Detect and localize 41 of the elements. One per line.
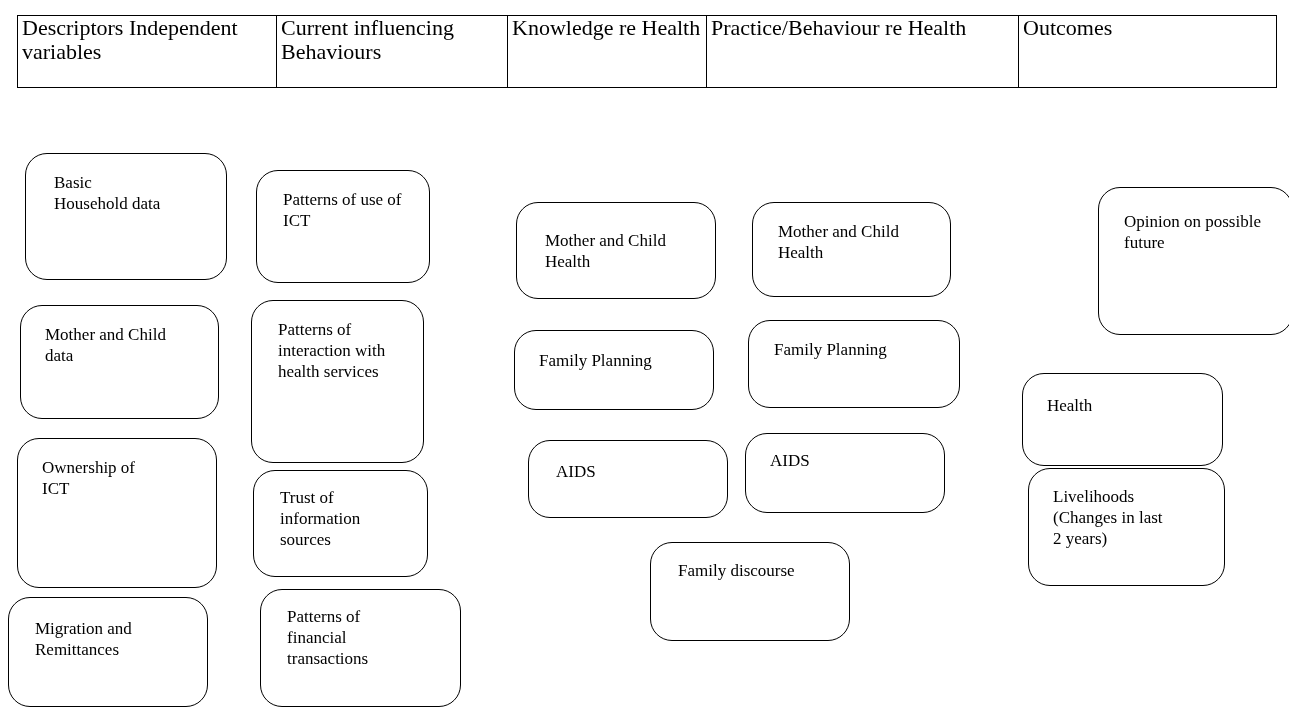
rounded-box bbox=[1028, 468, 1225, 586]
box-label: Livelihoods (Changes in last 2 years) bbox=[1053, 486, 1164, 549]
rounded-box bbox=[8, 597, 208, 707]
box-label: Health bbox=[1047, 395, 1094, 416]
box-label: Family Planning bbox=[539, 350, 653, 371]
rounded-box bbox=[17, 438, 217, 588]
rounded-box bbox=[253, 470, 428, 577]
column-header: Outcomes bbox=[1023, 16, 1114, 40]
rounded-box bbox=[260, 589, 461, 707]
rounded-box bbox=[256, 170, 430, 283]
box-label: Mother and Child data bbox=[45, 324, 167, 366]
rounded-box bbox=[748, 320, 960, 408]
box-label: Trust of information sources bbox=[280, 487, 362, 550]
box-label: Patterns of financial transactions bbox=[287, 606, 370, 669]
rounded-box bbox=[528, 440, 728, 518]
column-header: Practice/Behaviour re Health bbox=[711, 16, 968, 40]
column-header: Descriptors Independent variables bbox=[22, 16, 239, 64]
box-label: Family Planning bbox=[774, 339, 888, 360]
box-label: Ownership of ICT bbox=[42, 457, 136, 499]
rounded-box bbox=[1098, 187, 1289, 335]
column-header: Knowledge re Health bbox=[512, 16, 702, 40]
box-label: Patterns of interaction with health services bbox=[278, 319, 387, 382]
box-label: Mother and Child Health bbox=[545, 230, 667, 272]
rounded-box bbox=[514, 330, 714, 410]
box-label: Basic Household data bbox=[54, 172, 162, 214]
box-label: AIDS bbox=[770, 450, 811, 471]
rounded-box bbox=[752, 202, 951, 297]
rounded-box bbox=[25, 153, 227, 280]
box-label: Migration and Remittances bbox=[35, 618, 133, 660]
box-label: AIDS bbox=[556, 461, 597, 482]
rounded-box bbox=[251, 300, 424, 463]
box-label: Patterns of use of ICT bbox=[283, 189, 403, 231]
rounded-box bbox=[650, 542, 850, 641]
column-header: Current influencing Behaviours bbox=[281, 16, 455, 64]
box-label: Family discourse bbox=[678, 560, 796, 581]
rounded-box bbox=[1022, 373, 1223, 466]
box-label: Mother and Child Health bbox=[778, 221, 900, 263]
rounded-box bbox=[745, 433, 945, 513]
rounded-box bbox=[20, 305, 219, 419]
rounded-box bbox=[516, 202, 716, 299]
box-label: Opinion on possible future bbox=[1124, 211, 1262, 253]
